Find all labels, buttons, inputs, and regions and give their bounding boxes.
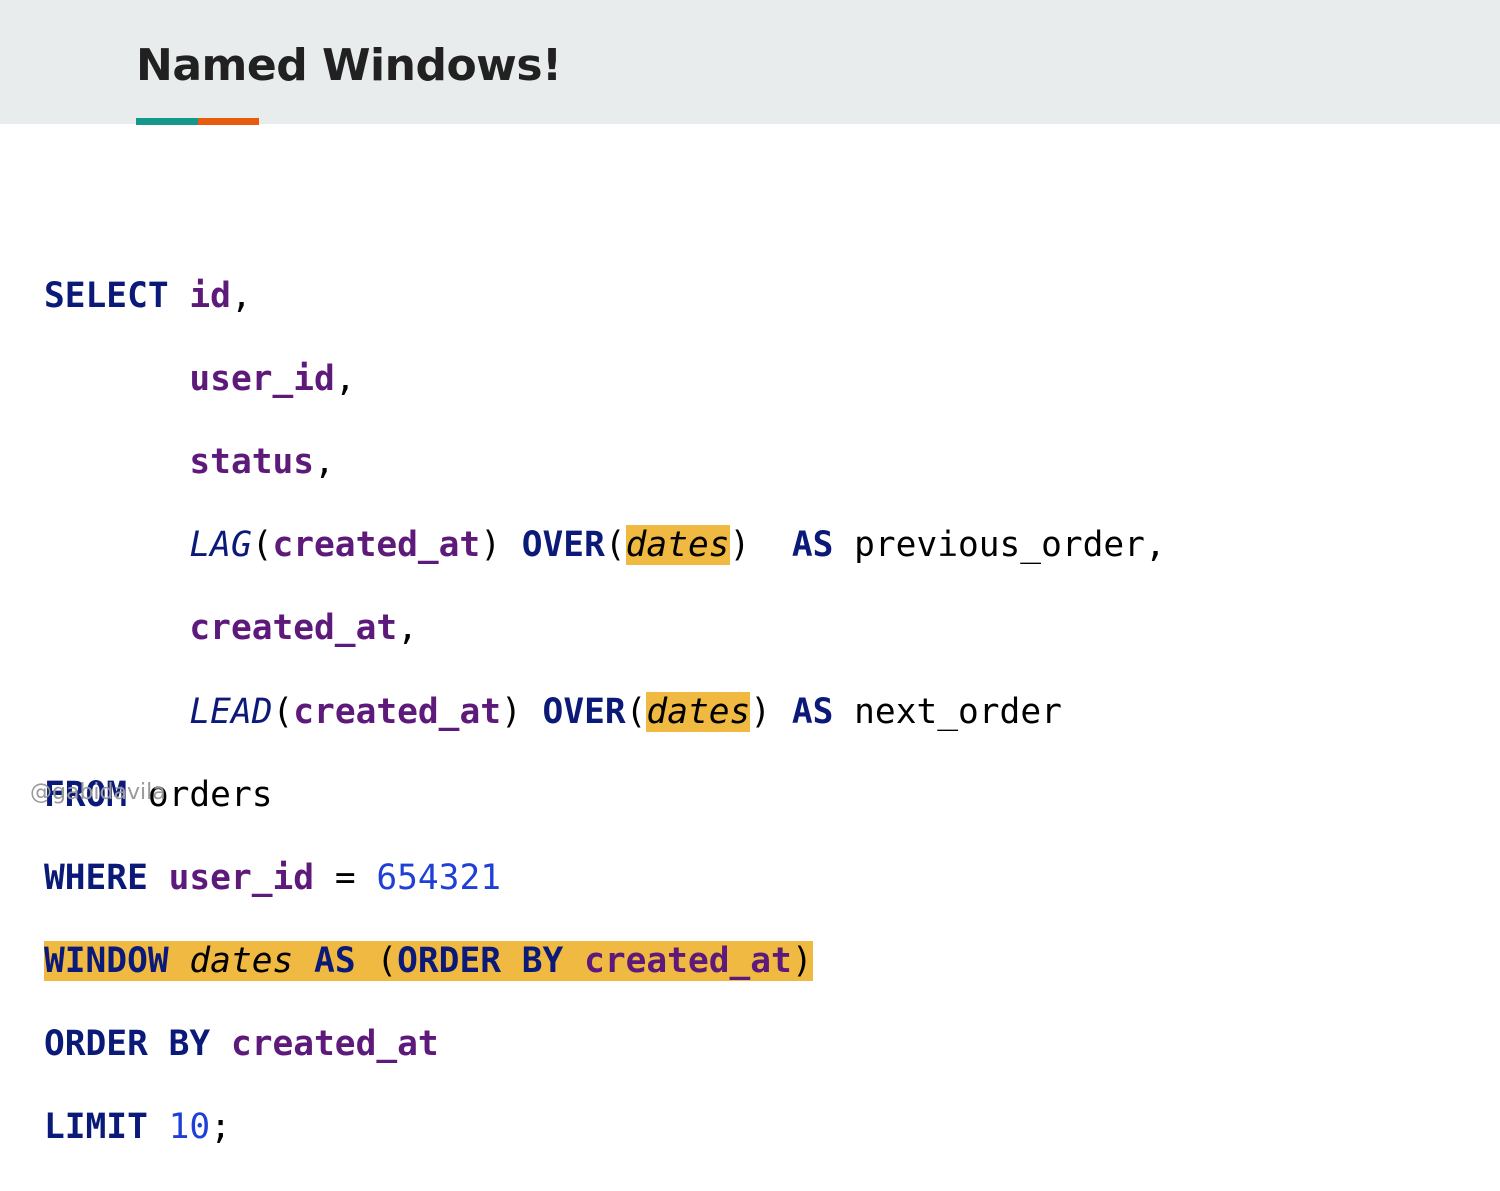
code-line-window: WINDOW dates AS (ORDER BY created_at) (44, 941, 1166, 983)
footer-handle: @gabidavila (30, 780, 166, 805)
code-line-status: status, (189, 441, 335, 482)
slide-title: Named Windows! (136, 40, 562, 91)
code-line-created-at: created_at, (189, 608, 418, 649)
code-line-where: WHERE user_id = 654321 (44, 857, 501, 898)
code-line-lead: LEAD(created_at) OVER(dates) AS next_ord… (189, 691, 1062, 732)
title-accent-orange (198, 118, 259, 125)
title-accent-teal (136, 118, 198, 125)
window-name-highlight: dates (646, 691, 751, 732)
code-line-user-id: user_id, (189, 358, 356, 399)
code-line-lag: LAG(created_at) OVER(dates) AS previous_… (189, 525, 1166, 566)
sql-code-block: SELECT id, user_id, status, LAG(created_… (44, 234, 1166, 1191)
window-name-highlight: dates (625, 525, 730, 566)
code-line-select: SELECT id, (44, 275, 252, 316)
code-line-from: FROM orders (44, 774, 273, 815)
slide-header (0, 0, 1500, 124)
code-line-order-by: ORDER BY created_at (44, 1024, 439, 1065)
code-line-limit: LIMIT 10; (44, 1107, 231, 1148)
window-clause-highlight: WINDOW dates AS (ORDER BY created_at) (44, 941, 813, 982)
